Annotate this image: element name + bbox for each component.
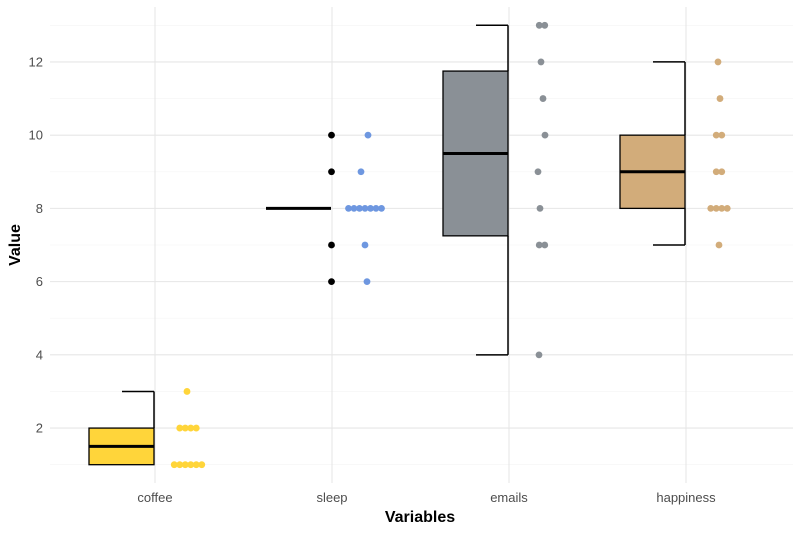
data-point-happiness	[718, 131, 726, 139]
y-tick-label: 6	[36, 274, 43, 289]
label-layer: 2 4 6 8 10 12 coffee sleep emails happiness	[29, 54, 717, 505]
data-point-emails	[541, 21, 549, 29]
data-point-emails	[541, 131, 549, 139]
data-point-happiness	[716, 95, 724, 102]
x-tick-label: coffee	[137, 490, 172, 505]
data-point-emails	[535, 351, 543, 359]
data-point-sleep	[361, 204, 369, 212]
data-point-emails	[534, 168, 542, 176]
outlier-point	[328, 168, 335, 176]
data-point-emails	[535, 21, 543, 29]
data-point-happiness	[712, 204, 720, 212]
data-point-coffee	[181, 461, 189, 469]
data-point-happiness	[718, 204, 726, 212]
y-tick-label: 12	[29, 54, 43, 69]
data-point-coffee	[181, 424, 189, 432]
data-point-coffee	[176, 461, 184, 469]
data-point-happiness	[712, 131, 720, 139]
y-tick-label: 10	[29, 128, 43, 143]
point-layer	[170, 21, 731, 469]
data-point-coffee	[198, 461, 206, 469]
data-point-sleep	[363, 278, 371, 286]
data-point-coffee	[183, 388, 191, 395]
outlier-point	[328, 241, 335, 249]
data-point-sleep	[367, 204, 374, 212]
data-point-coffee	[187, 461, 195, 469]
data-point-emails	[541, 241, 549, 249]
data-point-sleep	[356, 204, 363, 212]
data-point-happiness	[707, 204, 715, 212]
data-point-coffee	[192, 461, 200, 469]
data-point-emails	[539, 95, 547, 102]
x-tick-label: emails	[490, 490, 528, 505]
data-point-happiness	[714, 58, 722, 66]
data-point-sleep	[378, 204, 385, 212]
y-axis-title: Value	[7, 224, 24, 266]
data-point-happiness	[712, 168, 720, 176]
data-point-coffee	[192, 424, 200, 432]
data-point-sleep	[357, 168, 365, 176]
data-point-coffee	[170, 461, 178, 469]
y-tick-label: 8	[36, 201, 43, 216]
data-point-coffee	[176, 424, 184, 432]
data-point-coffee	[187, 424, 195, 432]
outlier-point	[328, 278, 335, 286]
data-point-sleep	[345, 204, 352, 212]
x-tick-label: happiness	[656, 490, 716, 505]
data-point-sleep	[372, 204, 380, 212]
x-axis-title: Variables	[385, 509, 455, 526]
data-point-emails	[536, 204, 544, 212]
y-tick-label: 2	[36, 421, 43, 436]
data-point-happiness	[715, 241, 723, 249]
data-point-emails	[535, 241, 543, 249]
data-point-emails	[537, 58, 545, 66]
data-point-sleep	[361, 241, 369, 249]
x-tick-label: sleep	[316, 490, 347, 505]
y-tick-label: 4	[36, 347, 43, 362]
outlier-point	[328, 131, 335, 139]
data-point-happiness	[723, 204, 731, 212]
data-point-sleep	[364, 131, 372, 139]
box-layer	[88, 24, 686, 466]
data-point-happiness	[718, 168, 726, 176]
data-point-sleep	[350, 204, 358, 212]
